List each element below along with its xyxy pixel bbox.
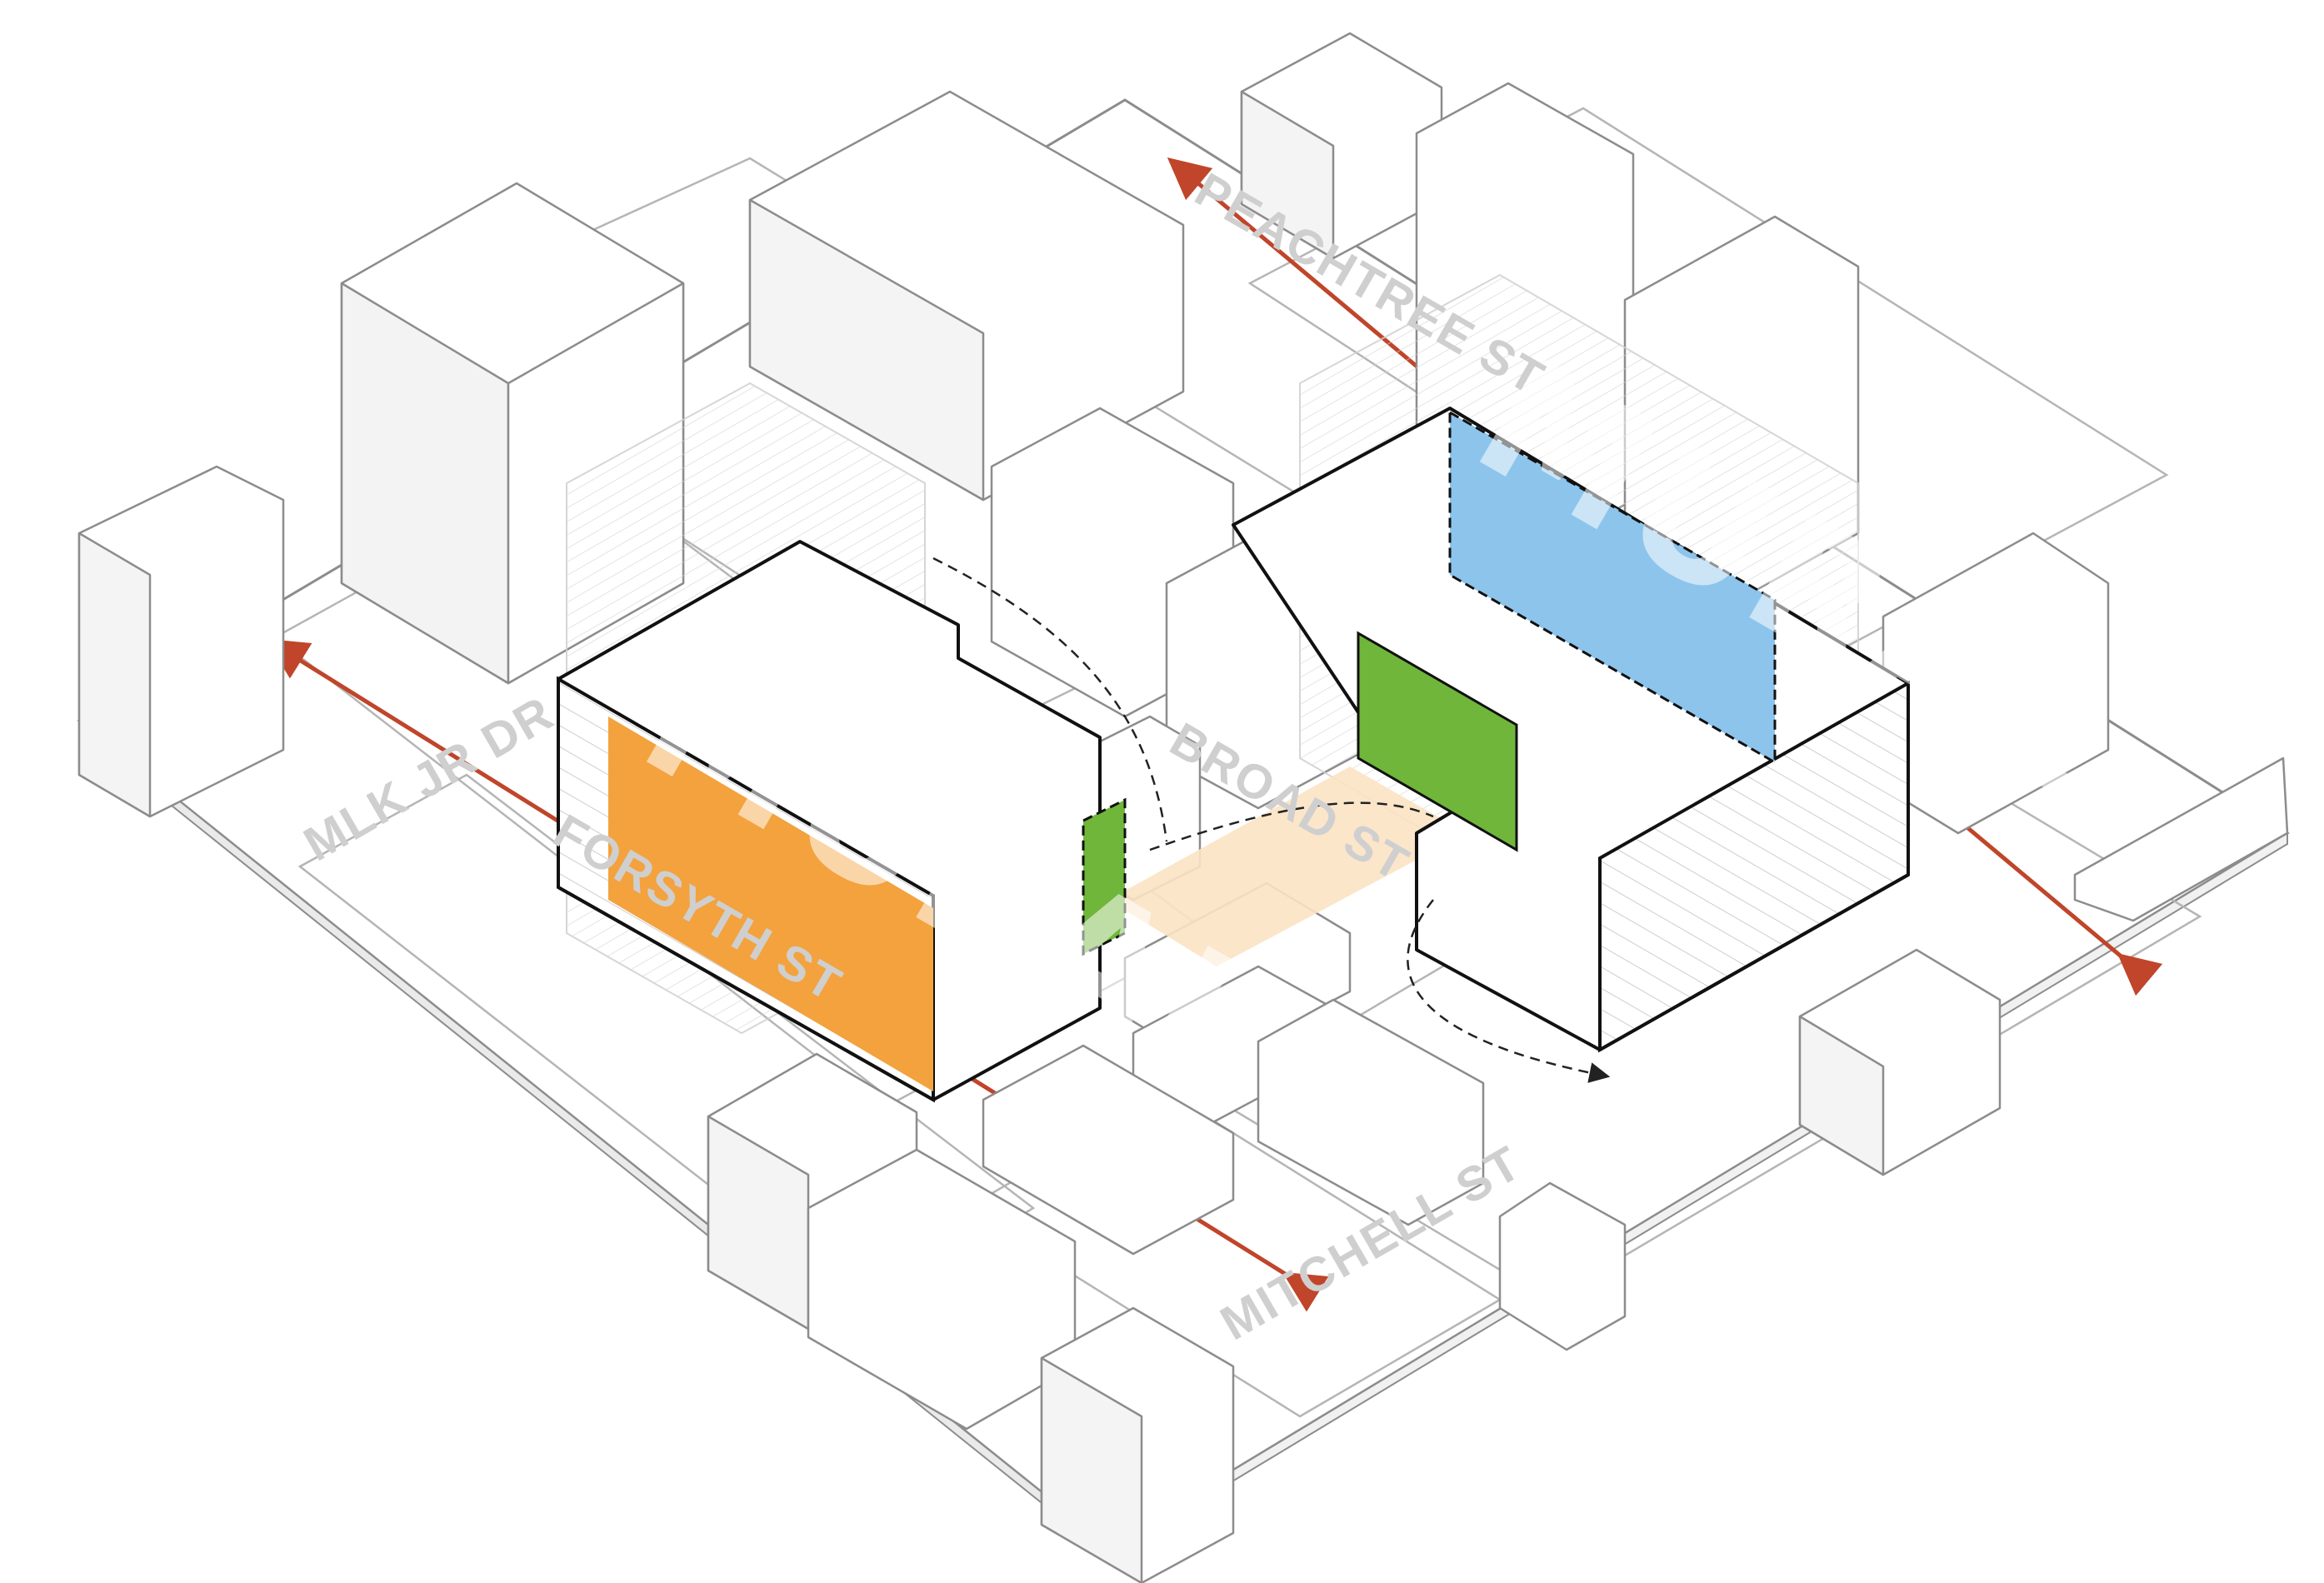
building-broad-low-4 [1257,998,1485,1226]
path-east [1407,899,1611,1083]
path-middle [1149,801,1434,851]
mural-west-panel [608,717,933,1091]
building-broad-low-3 [982,1044,1235,1256]
mural-east-panel [1448,410,1777,765]
highlight-building-west [557,540,1127,1103]
building-mitchell [1498,1181,1627,1351]
building-east-edge [2073,757,2289,922]
highlight-building-east [1232,407,1910,1053]
broad-st-plaza [1108,767,1467,966]
pedestrian-paths [932,557,1611,1083]
green-wall-west [1082,797,1127,956]
green-wall-east [1357,631,1518,852]
path-west [932,557,1168,842]
